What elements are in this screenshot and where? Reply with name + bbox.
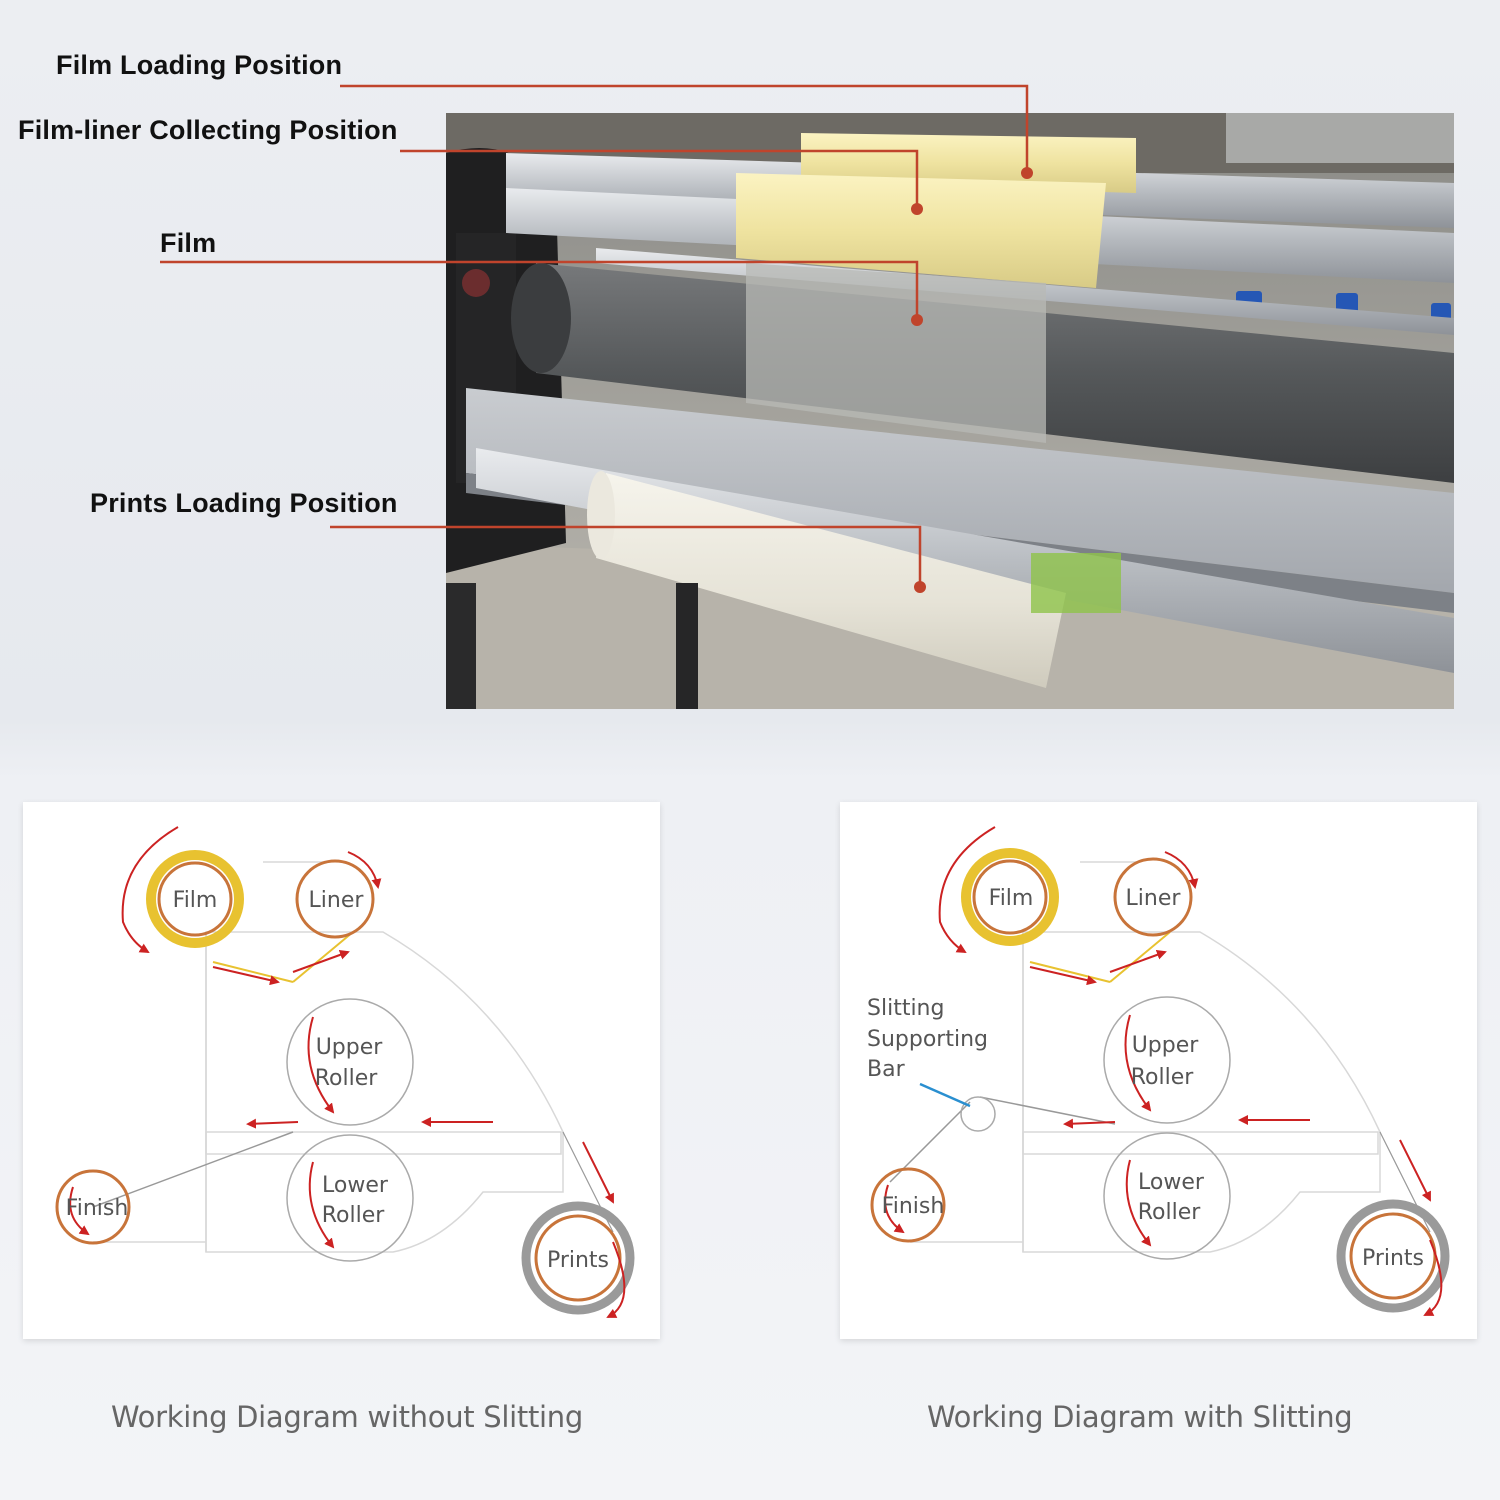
finish-roll-left: [55, 1169, 131, 1245]
label-film-loading-position: Film Loading Position: [56, 50, 343, 80]
upper-roller-right: [1103, 996, 1231, 1124]
lower-roller-label-2-right: Roller: [1138, 1200, 1202, 1225]
liner-roll-left: [295, 859, 375, 939]
caption-without-slitting: Working Diagram without Slitting: [111, 1400, 583, 1434]
label-film-liner-collecting-position: Film-liner Collecting Position: [18, 115, 398, 145]
upper-roller-label-2-left: Roller: [315, 1066, 379, 1091]
slitting-label-3: Bar: [867, 1057, 906, 1082]
liner-label-right: Liner: [1126, 886, 1182, 911]
finish-roll-right: [870, 1167, 946, 1243]
finish-label-right: Finish: [882, 1194, 945, 1219]
diagram-panel-with-slitting: Film Liner Upper Roller Lower Roller Fin…: [840, 802, 1477, 1339]
laminator-machine-photo: [446, 113, 1454, 709]
film-label-right: Film: [989, 886, 1034, 911]
lower-roller-label-1-right: Lower: [1138, 1170, 1205, 1195]
film-label-left: Film: [173, 888, 218, 913]
slitting-label-2: Supporting: [867, 1027, 988, 1052]
upper-roller-label-1-right: Upper: [1132, 1033, 1200, 1058]
film-roll-right: [961, 848, 1059, 946]
diagram-panel-without-slitting: Film Liner Upper Roller Lower Roller Fin…: [23, 802, 660, 1339]
slitting-label-1: Slitting: [867, 996, 944, 1021]
lower-roller-left: [286, 1134, 414, 1262]
upper-roller-label-1-left: Upper: [316, 1035, 384, 1060]
prints-roll-right: [1336, 1199, 1450, 1313]
slitting-pointer-line: [919, 1082, 971, 1108]
upper-roller-left: [286, 998, 414, 1126]
lower-roller-right: [1103, 1132, 1231, 1260]
label-prints-loading-position: Prints Loading Position: [90, 488, 398, 518]
prints-label-left: Prints: [547, 1248, 609, 1273]
finish-label-left: Finish: [66, 1196, 129, 1221]
film-roll-left: [146, 850, 244, 948]
prints-roll-left: [521, 1201, 635, 1315]
prints-label-right: Prints: [1362, 1246, 1424, 1271]
slitting-bar: [960, 1096, 996, 1132]
lower-roller-label-2-left: Roller: [322, 1203, 386, 1228]
upper-roller-label-2-right: Roller: [1131, 1065, 1195, 1090]
liner-roll-right: [1113, 857, 1193, 937]
label-film: Film: [160, 228, 217, 258]
lower-roller-label-1-left: Lower: [322, 1173, 389, 1198]
caption-with-slitting: Working Diagram with Slitting: [927, 1400, 1353, 1434]
liner-label-left: Liner: [309, 888, 365, 913]
